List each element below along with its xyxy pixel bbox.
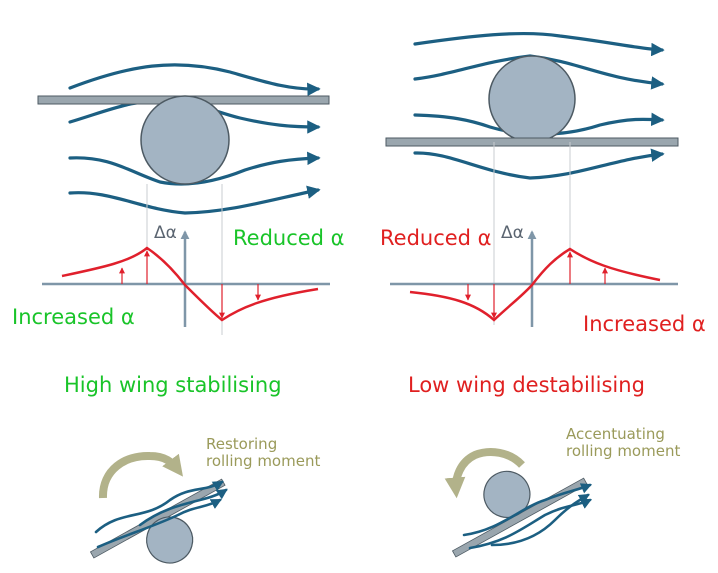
accentuating-moment-label: Accentuating rolling moment bbox=[566, 425, 681, 460]
high-wing-streamlines bbox=[68, 63, 321, 215]
low-wing-delta-alpha-label: Δα bbox=[501, 223, 524, 243]
low-wing bbox=[385, 137, 679, 147]
streamline-arrow bbox=[462, 483, 593, 537]
streamline-arrow bbox=[96, 498, 222, 549]
accentuating-moment-sketch bbox=[444, 448, 593, 558]
delta-alpha-curve bbox=[409, 247, 661, 322]
streamline-arrow bbox=[94, 480, 224, 534]
low-wing-fuselage bbox=[488, 55, 576, 143]
low-wing-increased-label: Increased α bbox=[583, 312, 706, 336]
high-wing-fuselage bbox=[140, 95, 230, 185]
low-wing-reduced-label: Reduced α bbox=[380, 226, 492, 250]
streamline-arrow bbox=[490, 493, 590, 547]
rotation-arrow bbox=[444, 448, 525, 499]
high-wing-reduced-label: Reduced α bbox=[233, 226, 345, 250]
high-wing-panel bbox=[37, 63, 330, 335]
streamline-arrow bbox=[68, 185, 321, 215]
delta-alpha-curve bbox=[61, 246, 319, 322]
streamline-arrow bbox=[413, 31, 665, 57]
restoring-moment-label: Restoring rolling moment bbox=[206, 435, 321, 470]
high-wing-increased-label: Increased α bbox=[12, 305, 135, 329]
rolled-wing-assembly bbox=[89, 478, 226, 564]
low-wing-panel bbox=[385, 31, 679, 327]
low-wing-title: Low wing destabilising bbox=[408, 373, 645, 397]
streamline-arrow bbox=[68, 151, 321, 186]
streamline-arrow bbox=[138, 488, 228, 527]
restoring-moment-sketch bbox=[89, 451, 228, 564]
rolled-streamlines bbox=[462, 483, 593, 550]
streamline-arrow bbox=[413, 148, 665, 180]
rotation-arrow bbox=[98, 451, 183, 499]
high-wing-delta-alpha-label: Δα bbox=[154, 223, 177, 243]
streamline-arrow bbox=[68, 63, 321, 97]
rolled-streamlines bbox=[94, 480, 228, 549]
high-wing-title: High wing stabilising bbox=[64, 373, 282, 397]
